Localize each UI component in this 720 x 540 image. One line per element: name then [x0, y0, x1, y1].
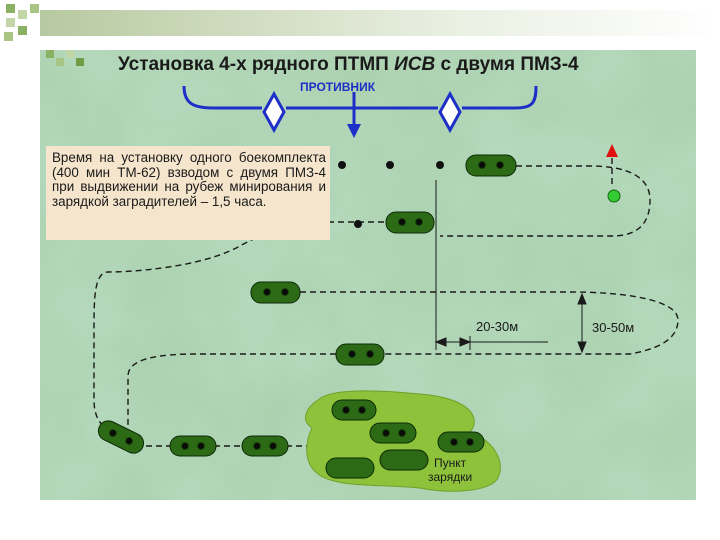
- mine-markers: [338, 161, 444, 228]
- vehicle-icon: [97, 420, 145, 454]
- vehicle-icon: [369, 422, 417, 444]
- mine-marker: [338, 161, 346, 169]
- vehicle-icon: [331, 399, 377, 421]
- vehicle-icon: [241, 435, 289, 457]
- charge-point-line1: Пункт: [434, 456, 467, 470]
- top-bar: [40, 10, 720, 36]
- enemy-marker-right: [438, 90, 462, 134]
- mine-marker: [436, 161, 444, 169]
- dimension-column-spacing: [577, 292, 587, 354]
- page-title: Установка 4-х рядного ПТМП ИСВ с двумя П…: [118, 54, 579, 75]
- info-box: Время на установку одного боекомплекта (…: [46, 146, 330, 240]
- charge-point-label: Пункт зарядки: [428, 456, 472, 484]
- vehicle-icon: [465, 154, 517, 177]
- column-spacing-label: 30-50м: [592, 320, 635, 335]
- mine-marker: [386, 161, 394, 169]
- vehicle-icon: [250, 281, 301, 304]
- vehicle-icon: [385, 211, 435, 234]
- mine-marker: [354, 220, 362, 228]
- title-mosaic: [46, 50, 84, 66]
- enemy-front-line: [182, 85, 538, 110]
- flag-red-icon: [606, 144, 618, 157]
- vehicle-icon: [379, 449, 429, 471]
- enemy-marker-left: [262, 90, 286, 134]
- vehicle-icon: [169, 435, 217, 457]
- vehicle-icon: [437, 431, 485, 453]
- enemy-label: ПРОТИВНИК: [300, 80, 376, 94]
- vehicle-icon: [335, 343, 385, 366]
- flag-green-icon: [607, 189, 621, 203]
- enemy-arrow-head: [347, 124, 361, 138]
- charge-point-line2: зарядки: [428, 470, 473, 484]
- row-spacing-label: 20-30м: [476, 319, 519, 334]
- vehicle-icon: [325, 457, 375, 479]
- vehicles: [97, 154, 517, 479]
- dimension-row-spacing: [434, 180, 548, 350]
